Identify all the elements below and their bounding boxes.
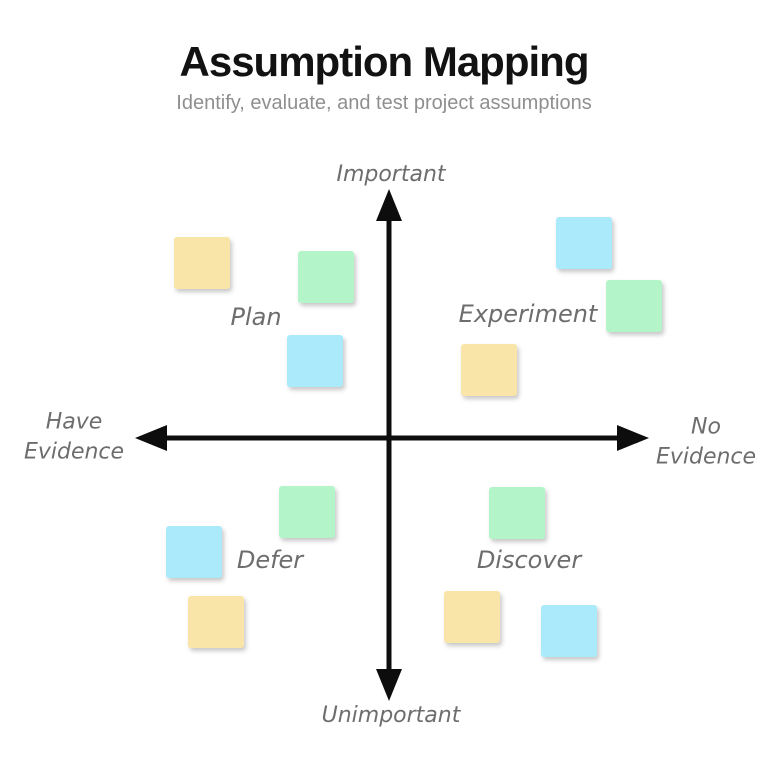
arrowhead-left-icon [135, 425, 167, 451]
sticky-note-blue[interactable] [166, 526, 222, 578]
arrowhead-right-icon [617, 425, 649, 451]
axis-label-no-evidence-line1: No [691, 414, 721, 440]
arrowhead-down-icon [376, 669, 402, 701]
page-subtitle: Identify, evaluate, and test project ass… [176, 92, 592, 114]
sticky-note-green[interactable] [606, 280, 662, 332]
arrowhead-up-icon [376, 189, 402, 221]
axis-label-have-evidence-line1: Have [45, 409, 103, 435]
sticky-note-blue[interactable] [287, 335, 343, 387]
axis-label-no-evidence-line2: Evidence [655, 444, 757, 469]
sticky-note-green[interactable] [279, 486, 335, 538]
quadrant-label-experiment: Experiment [458, 299, 598, 328]
sticky-note-blue[interactable] [556, 217, 612, 269]
axis-label-no-evidence: No Evidence [656, 412, 756, 471]
quadrant-label-plan: Plan [230, 302, 282, 331]
sticky-note-green[interactable] [298, 251, 354, 303]
axis-label-important: Important [336, 162, 446, 188]
sticky-note-yellow[interactable] [444, 591, 500, 643]
sticky-note-yellow[interactable] [188, 596, 244, 648]
sticky-note-yellow[interactable] [174, 237, 230, 289]
sticky-note-yellow[interactable] [461, 344, 517, 396]
quadrant-label-discover: Discover [476, 545, 582, 574]
axis-label-have-evidence: Have Evidence [24, 407, 124, 466]
axis-label-have-evidence-line2: Evidence [23, 439, 125, 464]
quadrant-label-defer: Defer [236, 545, 304, 574]
page-title: Assumption Mapping [179, 38, 590, 85]
axis-label-unimportant: Unimportant [321, 703, 461, 729]
sticky-note-green[interactable] [489, 487, 545, 539]
sticky-note-blue[interactable] [541, 605, 597, 657]
